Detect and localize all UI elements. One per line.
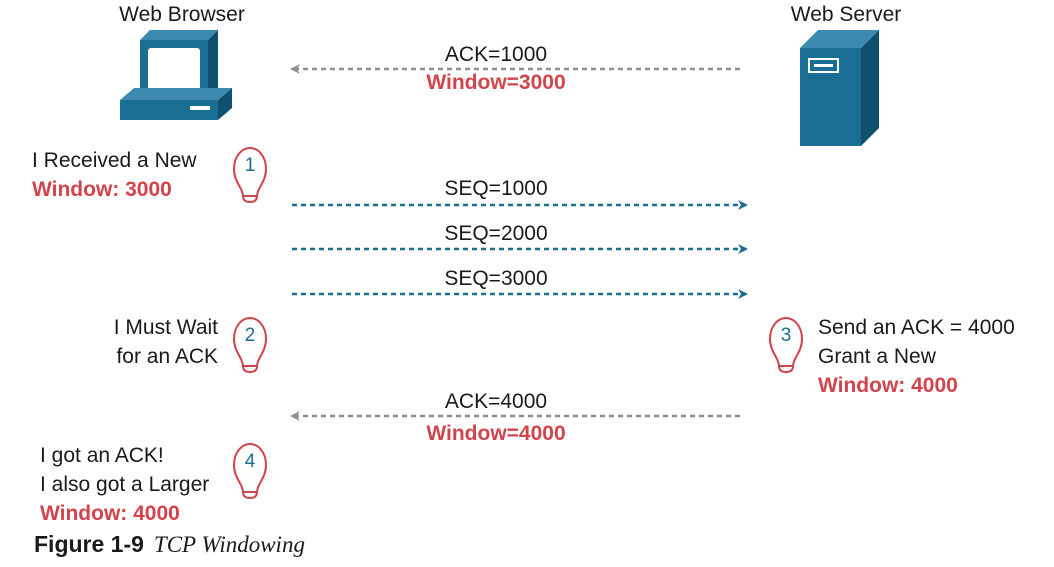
message-5-window: Window=4000 (426, 422, 566, 445)
step-3-bulb-icon: 3 (768, 316, 804, 374)
web-server-label: Web Server (790, 3, 902, 26)
step-1-text: I Received a New (32, 149, 197, 172)
step-3-text-line-2: Grant a New (818, 345, 936, 368)
server-icon (800, 30, 879, 146)
computer-icon (120, 30, 232, 120)
step-4-number: 4 (245, 451, 256, 472)
step-2-bulb-icon: 2 (232, 316, 268, 374)
message-3-seq: SEQ=2000 (444, 222, 548, 245)
step-4-text-line-2: I also got a Larger (40, 473, 210, 496)
step-1-number: 1 (245, 155, 256, 176)
step-2-text-line-2: for an ACK (116, 345, 218, 368)
step-3-number: 3 (781, 325, 792, 346)
step-4-bulb-icon: 4 (232, 442, 268, 500)
step-3-text-line-1: Send an ACK = 4000 (818, 316, 1015, 339)
step-1-bulb-icon: 1 (232, 146, 268, 204)
step-2-number: 2 (245, 325, 256, 346)
step-4-highlight: Window: 4000 (40, 502, 180, 525)
message-2-seq: SEQ=1000 (444, 177, 548, 200)
figure-caption: Figure 1-9 TCP Windowing (34, 531, 305, 558)
step-3-highlight: Window: 4000 (818, 374, 958, 397)
web-browser-label: Web Browser (119, 3, 245, 26)
step-4-text-line-1: I got an ACK! (40, 444, 164, 467)
step-2-text-line-1: I Must Wait (113, 316, 218, 339)
message-1-ack: ACK=1000 (444, 43, 548, 66)
figure-number: Figure 1-9 (34, 531, 144, 557)
message-5-ack: ACK=4000 (444, 390, 548, 413)
message-1-window: Window=3000 (426, 71, 566, 94)
message-4-seq: SEQ=3000 (444, 267, 548, 290)
step-1-highlight: Window: 3000 (32, 178, 172, 201)
figure-title: TCP Windowing (153, 532, 305, 557)
